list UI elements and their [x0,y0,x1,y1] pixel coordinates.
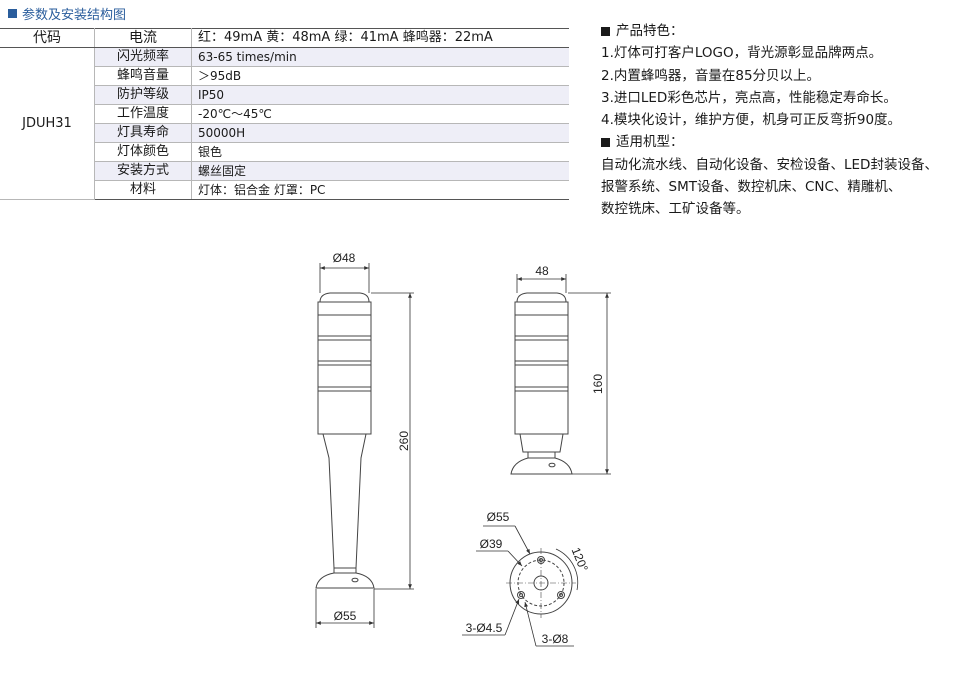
product-code: JDUH31 [0,47,95,200]
param-value: -20℃～45℃ [191,104,569,124]
param-name: 安装方式 [94,161,192,181]
table-row: JDUH31 闪光频率 63-65 times/min [0,47,569,200]
dim-short-height: 160 [591,374,605,394]
param-name: 灯具寿命 [94,123,192,143]
dim-tall-height: 260 [397,431,411,451]
applicable-line: 自动化流水线、自动化设备、安检设备、LED封装设备、 [601,156,938,173]
dim-base-circle: Ø39 [480,537,503,551]
base-plate-drawing [506,548,579,618]
square-bullet-icon [8,9,17,18]
feature-item: 3.进口LED彩色芯片，亮点高，性能稳定寿命长。 [601,89,897,106]
features-heading: 产品特色： [601,20,938,42]
param-value: 50000H [191,123,569,143]
spec-table: 代码 电流 红：49mA 黄：48mA 绿：41mA 蜂鸣器：22mA JDUH… [0,28,569,200]
base-dimensions [462,525,574,647]
param-name: 防护等级 [94,85,192,105]
param-value: ＞95dB [191,66,569,86]
dim-short-width: 48 [535,264,549,278]
applicable-heading: 适用机型： [601,131,938,153]
dim-tall-top: Ø48 [333,251,356,265]
short-tower-drawing [510,292,573,475]
table-row: 安装方式 螺丝固定 [0,161,569,181]
section-title: 参数及安装结构图 [8,4,126,23]
square-bullet-icon [601,26,610,36]
tall-dimensions [315,263,414,628]
table-row: 灯具寿命 50000H [0,123,569,143]
param-value: 螺丝固定 [191,161,569,181]
code-header: 代码 [0,28,95,48]
param-name: 闪光频率 [94,47,192,67]
table-row: 材料 灯体：铝合金 灯罩：PC [0,180,569,200]
features-heading-text: 产品特色： [616,23,684,39]
feature-item: 4.模块化设计，维护方便，机身可正反弯折90度。 [601,112,902,129]
features-panel: 产品特色： 1.灯体可打客户LOGO，背光源彰显品牌两点。 2.内置蜂鸣器，音量… [601,20,938,221]
applicable-line: 数控铣床、工矿设备等。 [601,201,750,218]
param-name: 灯体颜色 [94,142,192,162]
param-name: 蜂鸣音量 [94,66,192,86]
feature-item: 1.灯体可打客户LOGO，背光源彰显品牌两点。 [601,45,883,62]
param-value: IP50 [191,85,569,105]
param-name: 电流 [94,28,192,48]
dim-angle: 120° [569,545,591,573]
dim-tall-base: Ø55 [334,609,357,623]
dim-hole-small: 3-Ø4.5 [466,621,503,635]
param-name: 材料 [94,180,192,200]
table-header-row: 代码 电流 红：49mA 黄：48mA 绿：41mA 蜂鸣器：22mA [0,28,569,48]
table-row: 工作温度 -20℃～45℃ [0,104,569,124]
dim-hole-large: 3-Ø8 [542,632,569,646]
section-title-text: 参数及安装结构图 [22,8,127,23]
param-value: 红：49mA 黄：48mA 绿：41mA 蜂鸣器：22mA [191,28,569,48]
applicable-line: 报警系统、SMT设备、数控机床、CNC、精雕机、 [601,179,902,196]
feature-item: 2.内置蜂鸣器，音量在85分贝以上。 [601,67,821,84]
applicable-heading-text: 适用机型： [616,134,684,151]
param-value: 灯体：铝合金 灯罩：PC [191,180,569,200]
dim-base-outer: Ø55 [487,510,510,524]
param-value: 63-65 times/min [191,47,569,67]
table-row: 灯体颜色 银色 [0,142,569,162]
tall-tower-drawing [315,292,375,589]
table-row: 防护等级 IP50 [0,85,569,105]
square-bullet-icon [601,138,610,148]
short-dimensions [516,274,611,475]
param-value: 银色 [191,142,569,162]
table-row: 蜂鸣音量 ＞95dB [0,66,569,86]
param-name: 工作温度 [94,104,192,124]
